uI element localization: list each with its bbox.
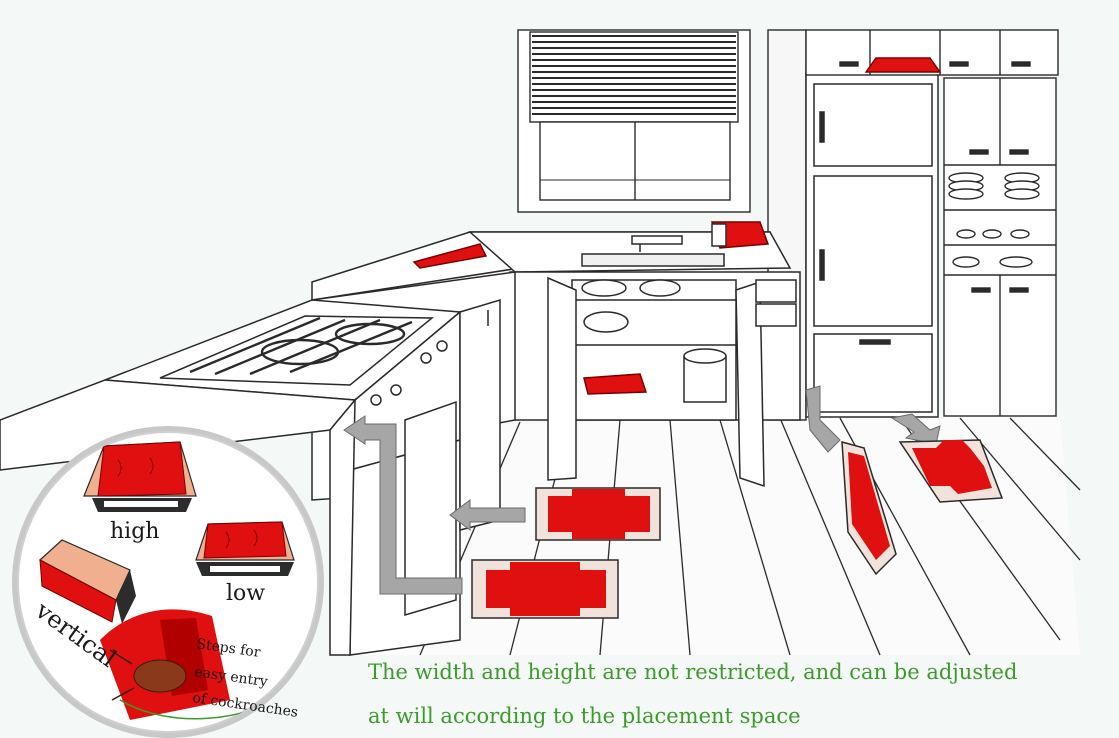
floor-trap-right	[898, 439, 1004, 503]
floor-trap-middle	[535, 487, 661, 541]
trap-high	[83, 441, 197, 512]
floor-traps	[471, 439, 1004, 619]
pantry-shelves	[943, 77, 1057, 417]
floor-trap-vertical	[841, 440, 897, 576]
trap-vertical	[38, 539, 136, 624]
trap-types-inset: high low vertical Steps for easy entry o…	[12, 426, 324, 738]
window	[517, 29, 751, 213]
back-counter	[311, 221, 792, 301]
caption-line-1: The width and height are not restricted,…	[368, 660, 1018, 684]
label-high: high	[110, 519, 159, 544]
upper-cabinets	[805, 29, 1059, 76]
arrow-right-down-1	[805, 385, 841, 453]
cockroach-icon	[133, 659, 187, 693]
caption-line-2: at will according to the placement space	[368, 704, 801, 728]
foreground-counter	[0, 379, 357, 656]
trap-low	[195, 521, 295, 576]
label-low: low	[226, 581, 265, 606]
arrow-left	[449, 499, 526, 531]
entry-steps-detail	[100, 609, 291, 720]
arrows	[343, 385, 941, 595]
refrigerator	[805, 71, 939, 418]
floor-trap-front	[471, 559, 619, 619]
arrow-up-left	[343, 415, 463, 595]
arrow-right-down-2	[890, 413, 941, 445]
